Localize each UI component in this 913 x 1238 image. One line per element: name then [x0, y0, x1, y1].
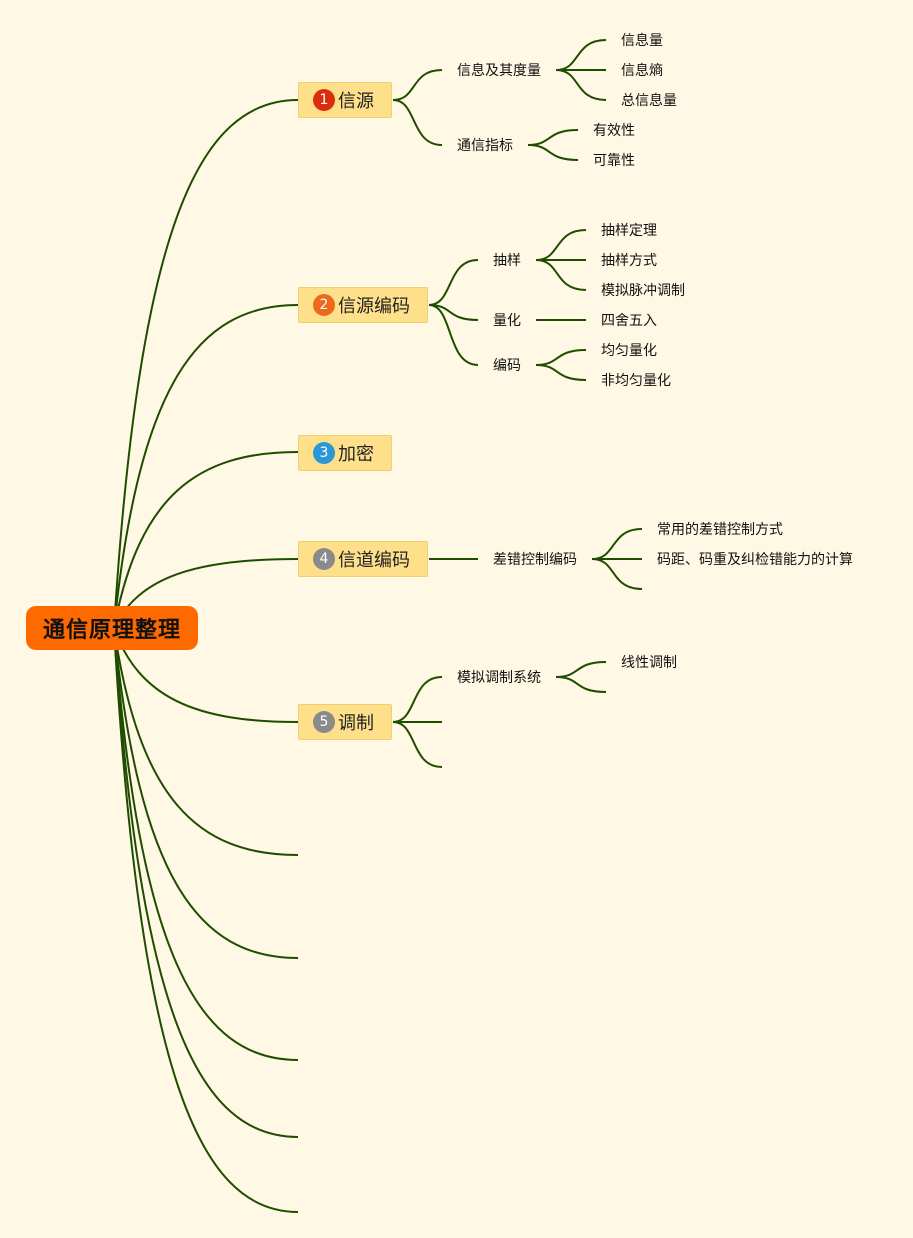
leaf-info-amount[interactable]: 信息量	[621, 33, 663, 49]
t1a-0	[555, 39, 607, 71]
root-branch-8	[113, 627, 299, 1138]
root-branch-6	[113, 627, 299, 959]
t5a-0	[555, 661, 607, 678]
leaf-code-distance-calc[interactable]: 码距、码重及纠检错能力的计算	[657, 552, 853, 568]
t1a-2	[555, 69, 607, 101]
subtopic-info-measure[interactable]: 信息及其度量	[457, 63, 541, 79]
number-badge-5: 5	[313, 711, 335, 733]
leaf-nonuniform-quant[interactable]: 非均匀量化	[601, 373, 671, 389]
t2c-0	[535, 349, 587, 366]
leaf-sampling-method[interactable]: 抽样方式	[601, 253, 657, 269]
number-badge-3: 3	[313, 442, 335, 464]
leaf-analog-pulse-mod[interactable]: 模拟脉冲调制	[601, 283, 685, 299]
topic-label: 调制	[338, 713, 374, 734]
t2c-1	[535, 364, 587, 381]
subtopic-sampling[interactable]: 抽样	[493, 253, 521, 269]
number-badge-4: 4	[313, 548, 335, 570]
leaf-effectiveness[interactable]: 有效性	[593, 123, 635, 139]
leaf-rounding[interactable]: 四舍五入	[601, 313, 657, 329]
t1b-1	[527, 144, 579, 161]
root-branch-4	[113, 627, 299, 723]
leaf-info-entropy[interactable]: 信息熵	[621, 63, 663, 79]
leaf-reliability[interactable]: 可靠性	[593, 153, 635, 169]
subtopic-analog-mod-system[interactable]: 模拟调制系统	[457, 670, 541, 686]
root-topic[interactable]: 通信原理整理	[26, 606, 198, 650]
t2-0	[428, 259, 479, 306]
root-branch-2	[113, 451, 299, 629]
topic-2-source-coding[interactable]: 2 信源编码	[298, 287, 428, 323]
number-badge-2: 2	[313, 294, 335, 316]
subtopic-comm-metrics[interactable]: 通信指标	[457, 138, 513, 154]
root-branch-9	[113, 627, 299, 1213]
t2-2	[428, 304, 479, 366]
leaf-uniform-quant[interactable]: 均匀量化	[601, 343, 657, 359]
t2a-2	[535, 259, 587, 291]
topic-4-channel-coding[interactable]: 4 信道编码	[298, 541, 428, 577]
topic-5-modulation[interactable]: 5 调制	[298, 704, 392, 740]
t1-1	[392, 99, 443, 146]
t5-0	[392, 676, 443, 723]
root-branch-1	[113, 304, 299, 629]
t1b-0	[527, 129, 579, 146]
root-branch-0	[113, 99, 299, 629]
t5a-1	[555, 676, 607, 693]
leaf-linear-modulation[interactable]: 线性调制	[621, 655, 677, 671]
topic-label: 信源	[338, 91, 374, 112]
leaf-total-info[interactable]: 总信息量	[621, 93, 677, 109]
t1-0	[392, 69, 443, 101]
t5-2	[392, 721, 443, 768]
topic-label: 信道编码	[338, 550, 410, 571]
t4a-2	[591, 558, 643, 590]
topic-1-source[interactable]: 1 信源	[298, 82, 392, 118]
topic-label: 信源编码	[338, 296, 410, 317]
root-branch-5	[113, 627, 299, 856]
subtopic-encoding[interactable]: 编码	[493, 358, 521, 374]
leaf-sampling-theorem[interactable]: 抽样定理	[601, 223, 657, 239]
t2a-0	[535, 229, 587, 261]
t4a-0	[591, 528, 643, 560]
topic-3-encryption[interactable]: 3 加密	[298, 435, 392, 471]
topic-label: 加密	[338, 444, 374, 465]
leaf-error-control-methods[interactable]: 常用的差错控制方式	[657, 522, 783, 538]
subtopic-quantization[interactable]: 量化	[493, 313, 521, 329]
subtopic-error-control[interactable]: 差错控制编码	[493, 552, 577, 568]
number-badge-1: 1	[313, 89, 335, 111]
root-branch-7	[113, 627, 299, 1061]
